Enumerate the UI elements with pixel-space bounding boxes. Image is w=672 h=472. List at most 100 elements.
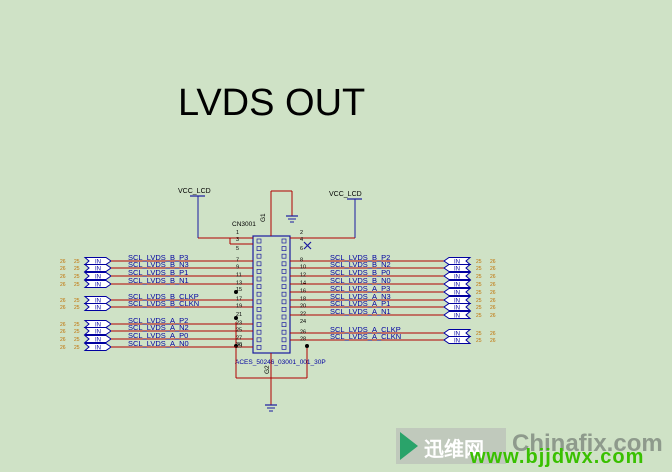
pin-number-left: 21 (236, 312, 242, 318)
connector-pin-pad-left (256, 322, 262, 327)
pin-number-right: 16 (300, 289, 306, 295)
page-ref-left: 25 (74, 282, 80, 288)
connector-part-number: ACES_50246_03001_001_30P (235, 359, 326, 366)
connector-pin-pad-right (281, 307, 287, 312)
net-label-left: SCL_LVDS_B_CLKP (128, 292, 199, 301)
right-offpage-connector (443, 272, 472, 280)
connector-pin-pad-left (256, 329, 262, 335)
pin-number-right: 12 (300, 273, 306, 279)
power-label-left: VCC_LCD (178, 188, 211, 195)
page-ref-left: 26 (60, 266, 66, 272)
right-offpage-connector (443, 336, 472, 344)
pin-number-left: 9 (236, 265, 239, 271)
page-ref-right: 26 (490, 298, 496, 304)
right-offpage-connector (443, 280, 472, 288)
page-ref-right: 26 (490, 331, 496, 337)
page-ref-right: 25 (476, 298, 482, 304)
page-ref-right: 26 (490, 313, 496, 319)
page-ref-left: 25 (74, 298, 80, 304)
right-offpage-connector-label: IN (454, 260, 460, 266)
right-offpage-connector-label: IN (454, 275, 460, 281)
page-ref-right: 26 (490, 290, 496, 296)
page-ref-left: 26 (60, 337, 66, 343)
connector-pin-pad-left (256, 291, 262, 297)
connector-pin-pad-right (281, 238, 287, 244)
net-label-right: SCL_LVDS_B_P2 (330, 253, 390, 262)
connector-pin-pad-left (256, 314, 262, 320)
page-ref-right: 26 (490, 282, 496, 288)
page-ref-right: 26 (490, 259, 496, 265)
connector-pin-pad-right (281, 284, 287, 289)
connector-pin-pad-left (256, 284, 262, 289)
left-offpage-connector (83, 264, 112, 272)
pin-number-left: 27 (236, 336, 242, 342)
left-offpage-connector (83, 327, 112, 335)
page-ref-left: 25 (74, 274, 80, 280)
pin-number-right: 22 (300, 312, 306, 318)
connector-pin-pad-left (256, 246, 262, 251)
watermark-url: www.bjjdwx.com (470, 446, 645, 468)
pin-number-left: 15 (236, 287, 242, 293)
pin-number-left: 23 (236, 321, 242, 327)
right-offpage-connector (443, 264, 472, 272)
net-label-left: SCL_LVDS_B_N1 (128, 276, 189, 285)
left-offpage-connector (83, 272, 112, 280)
net-label-left: SCL_LVDS_B_P1 (128, 268, 188, 277)
page-ref-left: 26 (60, 345, 66, 351)
watermark-logo-text: 迅维网 (424, 439, 484, 461)
net-label-left: SCL_LVDS_A_N2 (128, 323, 189, 332)
connector-pin-pad-left (256, 345, 262, 350)
connector-pin-pad-left (256, 238, 262, 244)
page-ref-right: 26 (490, 274, 496, 280)
pin-number-left: 29 (236, 344, 242, 350)
net-label-left: SCL_LVDS_A_N0 (128, 339, 189, 348)
page-ref-left: 26 (60, 305, 66, 311)
junction-dot (234, 316, 238, 320)
pin-number-right: 8 (300, 258, 303, 264)
page-ref-left: 26 (60, 282, 66, 288)
pin-number-right: 18 (300, 297, 306, 303)
page-ref-left: 26 (60, 259, 66, 265)
right-offpage-connector-label: IN (454, 283, 460, 289)
net-label-right: SCL_LVDS_A_CLKN (330, 332, 401, 341)
ground-ref-g2: G2 (264, 365, 271, 374)
page-ref-right: 25 (476, 282, 482, 288)
connector-pin-pad-left (256, 276, 262, 282)
left-offpage-connector (83, 343, 112, 351)
left-offpage-connector (83, 335, 112, 343)
net-label-left: SCL_LVDS_B_CLKN (128, 299, 199, 308)
pin-number-left: 17 (236, 297, 242, 303)
connector-pin-pad-left (256, 307, 262, 312)
page-ref-right: 25 (476, 266, 482, 272)
pin-number-right: 28 (300, 337, 306, 343)
connector-pin-pad-left (256, 269, 262, 274)
net-label-left: SCL_LVDS_A_P2 (128, 316, 188, 325)
junction-dot (305, 344, 309, 348)
pin-number-right: 2 (300, 230, 303, 236)
right-offpage-connector-label: IN (454, 299, 460, 305)
net-label-right: SCL_LVDS_A_N1 (330, 307, 391, 316)
net-label-right: SCL_LVDS_B_N0 (330, 276, 391, 285)
left-offpage-connector-label: IN (95, 260, 101, 266)
page-ref-left: 25 (74, 322, 80, 328)
net-label-right: SCL_LVDS_A_P3 (330, 284, 390, 293)
net-label-right: SCL_LVDS_A_CLKP (330, 325, 401, 334)
page-ref-right: 25 (476, 338, 482, 344)
right-offpage-connector-label: IN (454, 267, 460, 273)
page-ref-left: 25 (74, 337, 80, 343)
right-offpage-connector-label: IN (454, 291, 460, 297)
connector-pin-pad-right (281, 253, 287, 259)
watermark-logo: 迅维网 (396, 428, 506, 464)
net-label-right: SCL_LVDS_A_P1 (330, 299, 390, 308)
connector-pin-pad-right (281, 246, 287, 251)
left-offpage-connector-label: IN (95, 267, 101, 273)
connector-pin-pad-left (256, 261, 262, 267)
page-ref-right: 25 (476, 274, 482, 280)
net-label-left: SCL_LVDS_B_N3 (128, 260, 189, 269)
pin-number-right: 26 (300, 330, 306, 336)
right-offpage-connector-label: IN (454, 339, 460, 345)
right-offpage-connector-label: IN (454, 314, 460, 320)
left-offpage-connector-label: IN (95, 299, 101, 305)
pin-number-left: 7 (236, 258, 239, 264)
left-offpage-connector-label: IN (95, 338, 101, 344)
